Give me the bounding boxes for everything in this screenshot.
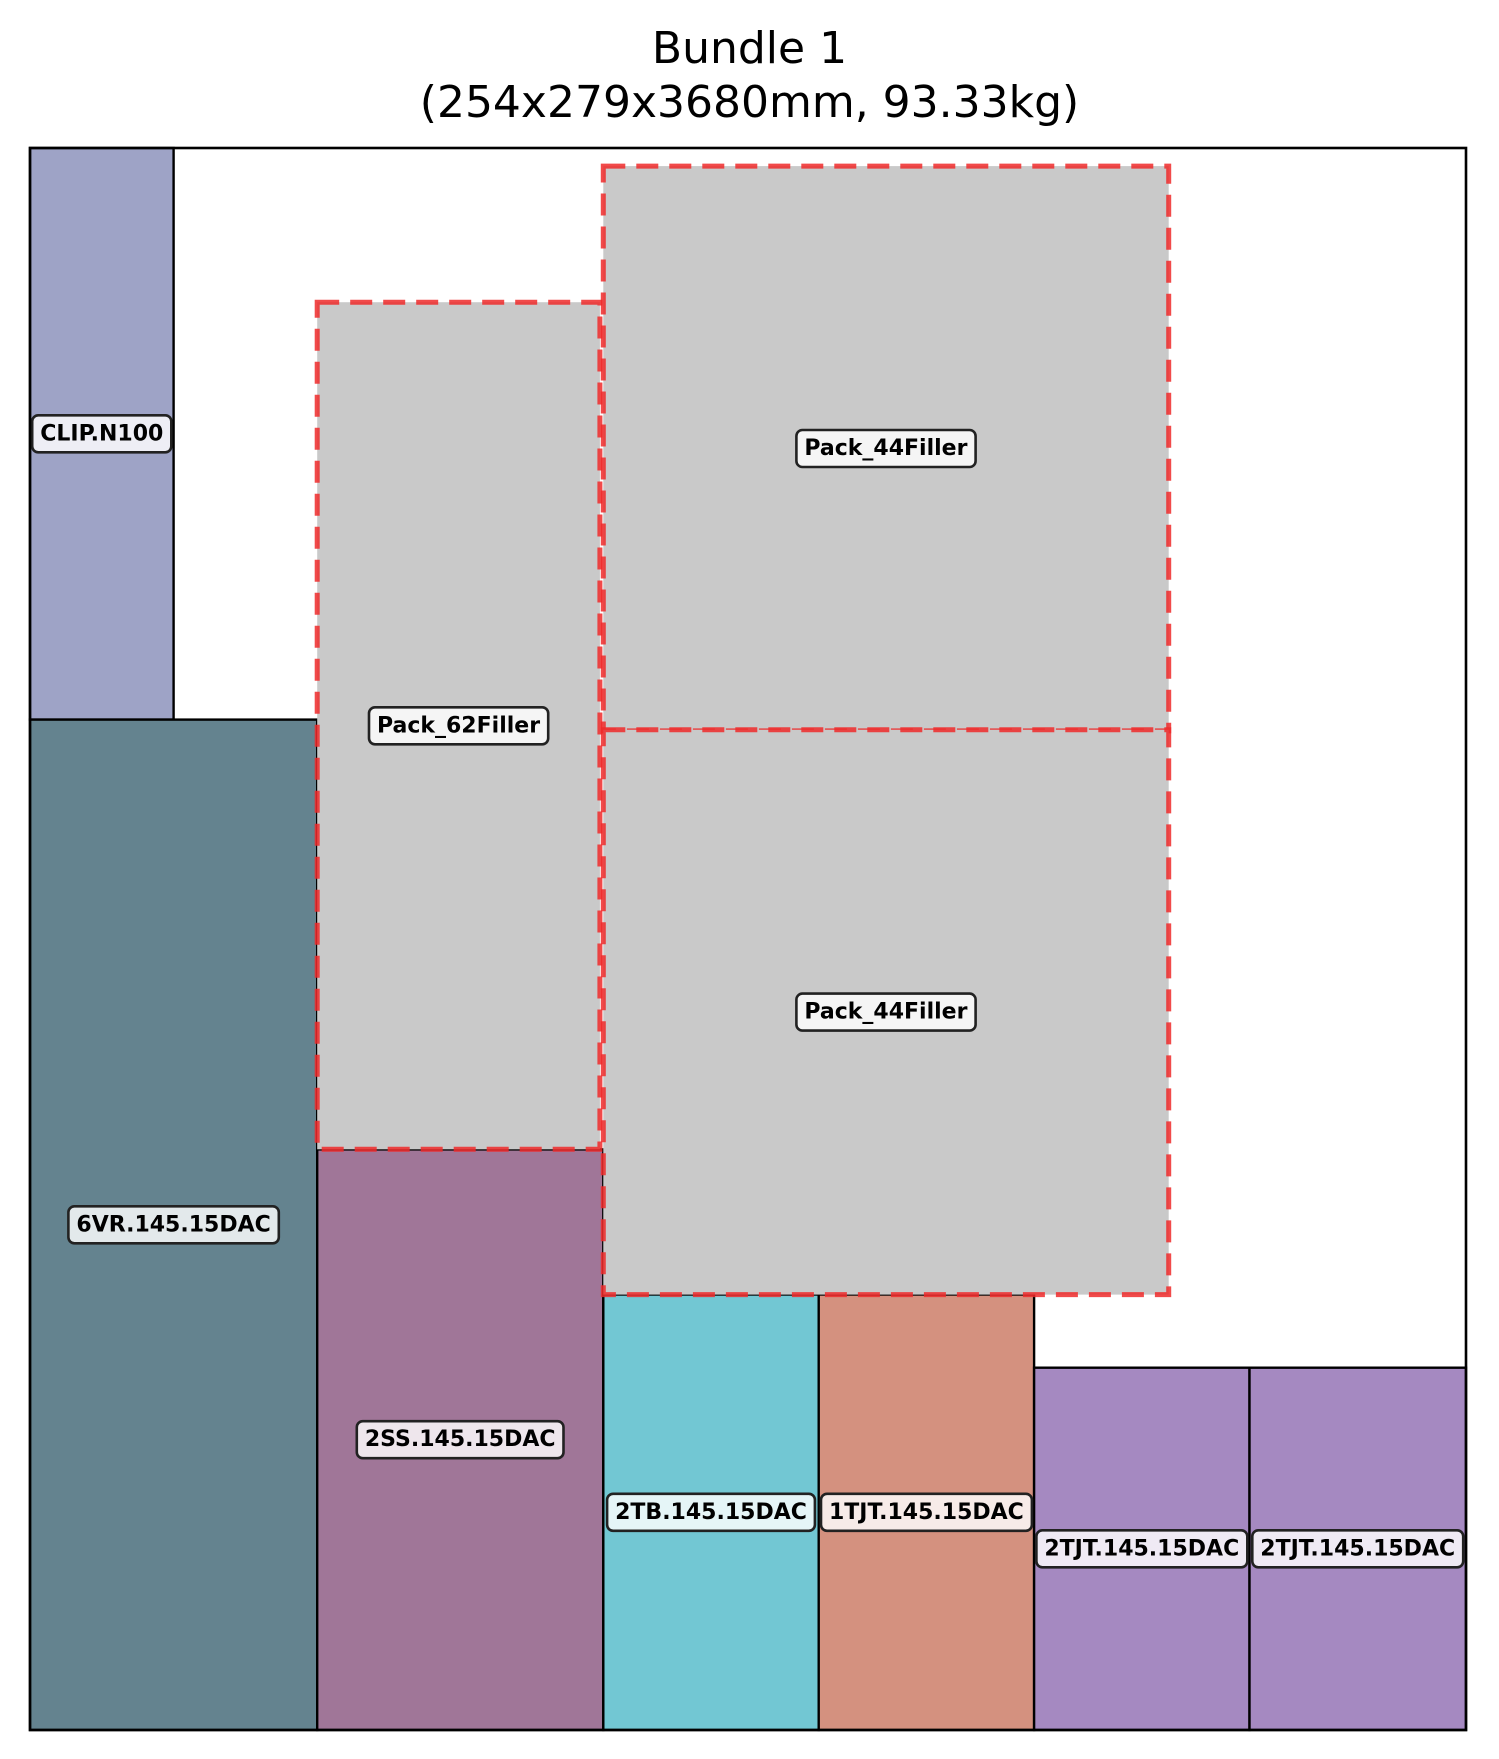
piece-label-1tjt: 1TJT.145.15DAC [819, 1492, 1034, 1533]
piece-label-text: CLIP.N100 [40, 421, 163, 446]
piece-label-text: 6VR.145.15DAC [76, 1212, 270, 1237]
piece-label-box [1035, 1529, 1249, 1569]
bundle-frame [28, 146, 1468, 1732]
title-line-2: (254x279x3680mm, 93.33kg) [419, 77, 1080, 128]
piece-label-pack62: Pack_62Filler [367, 705, 550, 746]
piece-label-clip: CLIP.N100 [30, 413, 173, 454]
piece-label-2tb: 2TB.145.15DAC [605, 1492, 817, 1533]
piece-label-box [67, 1205, 281, 1245]
piece-label-box [30, 413, 173, 454]
piece-label-box [1251, 1529, 1465, 1569]
piece-label-text: 1TJT.145.15DAC [829, 1500, 1024, 1525]
piece-label-pack44-top: Pack_44Filler [795, 428, 977, 469]
piece-label-2tjt-a: 2TJT.145.15DAC [1035, 1529, 1249, 1569]
piece-label-text: Pack_62Filler [377, 713, 540, 738]
piece-label-text: 2TJT.145.15DAC [1044, 1536, 1239, 1561]
piece-label-box [795, 992, 977, 1032]
piece-label-2tjt-b: 2TJT.145.15DAC [1251, 1529, 1465, 1569]
piece-label-box [795, 428, 977, 469]
labels-layer: CLIP.N100 6VR.145.15DAC 2SS.145.15DAC 2TB.1… [30, 413, 1465, 1569]
piece-label-box [819, 1492, 1034, 1533]
piece-label-pack44-bottom: Pack_44Filler [795, 992, 977, 1032]
piece-label-text: Pack_44Filler [804, 1000, 967, 1025]
piece-label-box [605, 1492, 817, 1533]
piece-label-box [367, 705, 550, 746]
title-line-1: Bundle 1 [651, 23, 848, 74]
piece-label-text: 2SS.145.15DAC [365, 1427, 556, 1452]
piece-label-6vr: 6VR.145.15DAC [67, 1205, 281, 1245]
piece-label-text: 2TB.145.15DAC [615, 1500, 807, 1525]
piece-label-box [355, 1419, 565, 1460]
piece-label-2ss: 2SS.145.15DAC [355, 1419, 565, 1460]
piece-label-text: Pack_44Filler [804, 436, 967, 461]
piece-label-text: 2TJT.145.15DAC [1260, 1536, 1455, 1561]
chart-title: Bundle 1 (254x279x3680mm, 93.33kg) [0, 22, 1499, 130]
